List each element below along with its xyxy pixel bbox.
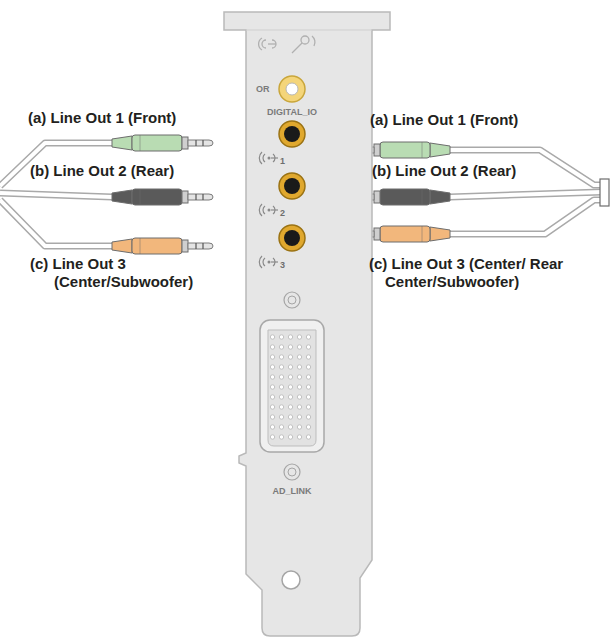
green-plug — [112, 135, 213, 151]
orange-plug — [112, 238, 213, 254]
port-number: 2 — [280, 208, 292, 219]
port-number: 3 — [280, 260, 292, 271]
speaker-icon — [259, 204, 278, 216]
speaker-icon — [259, 152, 278, 164]
port-number: 1 — [280, 156, 292, 167]
line-out-jacks — [279, 121, 305, 251]
screw — [284, 464, 300, 480]
digital-io-icons — [259, 36, 315, 53]
left-cables — [0, 143, 112, 246]
port-label: AD_LINK — [252, 486, 332, 497]
bracket-fold — [246, 30, 372, 31]
black-plug — [112, 189, 213, 205]
cable-label: (a) Line Out 1 (Front) — [28, 109, 228, 127]
digital-jack — [279, 76, 305, 102]
port-label: DIGITAL_IO — [252, 107, 332, 118]
speaker-icon — [259, 256, 278, 268]
cable-connector — [600, 179, 609, 206]
cable-label: (a) Line Out 1 (Front) — [370, 111, 600, 129]
card-bracket — [224, 12, 390, 636]
cable-label: (b) Line Out 2 (Rear) — [30, 162, 230, 180]
cable-label: (c) Line Out 3 (Center/ Rear Center/Subw… — [369, 255, 610, 291]
screw — [284, 292, 300, 308]
cable-label: (c) Line Out 3 (Center/Subwoofer) — [30, 255, 219, 291]
cable-label: (b) Line Out 2 (Rear) — [372, 162, 602, 180]
port-label: OR — [256, 84, 276, 95]
mounting-hole — [282, 571, 300, 589]
d-sub-connector — [260, 320, 324, 452]
